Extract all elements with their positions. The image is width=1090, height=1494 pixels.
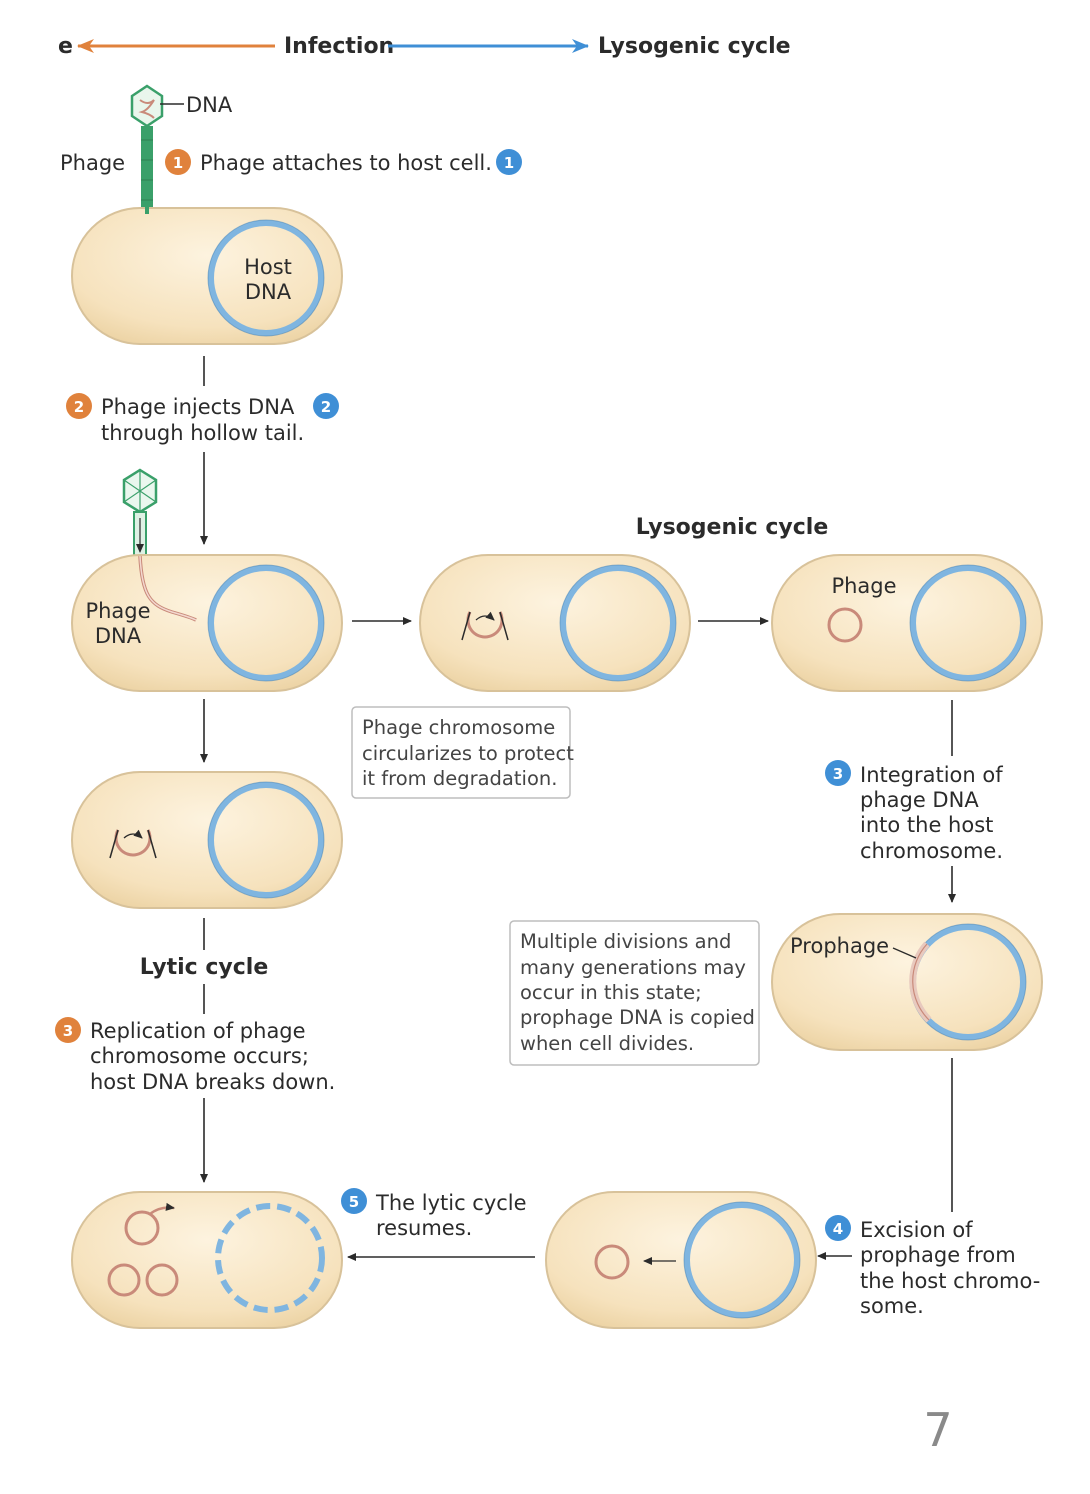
- host-dna-label-2: DNA: [245, 280, 292, 304]
- page-number: 7: [923, 1403, 952, 1457]
- svg-text:3: 3: [833, 765, 843, 783]
- svg-text:chromosome.: chromosome.: [860, 839, 1003, 863]
- svg-text:1: 1: [173, 154, 183, 172]
- step-2-line-2: through hollow tail.: [101, 421, 304, 445]
- step-3-lytic-badge: [55, 1017, 81, 1043]
- svg-text:it from degradation.: it from degradation.: [362, 767, 557, 790]
- svg-text:Excision of: Excision of: [860, 1218, 973, 1242]
- svg-text:circularizes to protect: circularizes to protect: [362, 742, 574, 765]
- dna-copy-icon-2: [145, 1263, 179, 1297]
- dna-copy-icon-1: [107, 1263, 141, 1297]
- broken-host-dna: [215, 1203, 325, 1313]
- svg-text:chromosome occurs;: chromosome occurs;: [90, 1044, 309, 1068]
- step-3-lysogenic-badge: [825, 760, 851, 786]
- svg-text:host DNA breaks down.: host DNA breaks down.: [90, 1070, 335, 1094]
- phage-attaching: DNA Phage: [60, 84, 233, 212]
- svg-text:the host chromo-: the host chromo-: [860, 1269, 1040, 1293]
- phage-label-cut: Phage: [60, 151, 125, 175]
- svg-text:5: 5: [349, 1193, 359, 1211]
- phage-head-icon: [130, 84, 164, 128]
- cell-phage-circle: Phage: [771, 554, 1043, 692]
- step-2: 2 Phage injects DNA through hollow tail.…: [66, 393, 339, 445]
- host-dna-label-1: Host: [244, 255, 292, 279]
- svg-text:into the host: into the host: [860, 813, 993, 837]
- note-divisions: Multiple divisions and many generations …: [509, 920, 760, 1066]
- step-1-blue-badge: [496, 149, 522, 175]
- step-4-badge: [825, 1215, 851, 1241]
- host-dna-circle: [910, 565, 1026, 681]
- svg-text:Replication of phage: Replication of phage: [90, 1019, 306, 1043]
- host-dna-circle: [560, 565, 676, 681]
- cell-prophage: Prophage: [771, 913, 1043, 1051]
- excised-phage-dna-icon: [594, 1244, 630, 1280]
- svg-text:3: 3: [63, 1022, 73, 1040]
- step-1-text: Phage attaches to host cell.: [200, 151, 492, 175]
- svg-text:Phage chromosome: Phage chromosome: [362, 716, 555, 739]
- svg-text:many generations may: many generations may: [520, 956, 746, 979]
- phage-dna-circle-icon: [827, 607, 863, 643]
- svg-text:Integration of: Integration of: [860, 763, 1003, 787]
- cell-host-initial: Host DNA: [71, 204, 343, 345]
- svg-text:2: 2: [321, 398, 331, 416]
- step-5-badge: [341, 1188, 367, 1214]
- step-2-blue-badge: [313, 393, 339, 419]
- header-left-fragment: e: [58, 34, 73, 59]
- svg-text:phage DNA: phage DNA: [860, 788, 979, 812]
- cell-lytic-circularizing: [71, 771, 343, 909]
- svg-text:some.: some.: [860, 1294, 924, 1318]
- step-5: 5 The lytic cycle resumes.: [341, 1188, 527, 1240]
- host-dna-circle: [208, 782, 324, 898]
- lysogenic-header-label: Lysogenic cycle: [598, 34, 791, 59]
- step-2-line-1: Phage injects DNA: [101, 395, 295, 419]
- step-3-lytic: 3 Replication of phage chromosome occurs…: [55, 1017, 335, 1094]
- host-dna-circle: [208, 220, 324, 336]
- header: e Infection Lysogenic cycle: [58, 34, 791, 59]
- svg-text:prophage DNA is copied: prophage DNA is copied: [520, 1006, 755, 1029]
- step-1: 1 Phage attaches to host cell. 1: [165, 149, 522, 175]
- cell-excision: [545, 1191, 817, 1329]
- svg-text:1: 1: [504, 154, 514, 172]
- lysogenic-cycle-title: Lysogenic cycle: [636, 515, 829, 540]
- phage-circle-label: Phage: [831, 574, 896, 598]
- phage-tail-icon: [141, 126, 153, 212]
- cell-replication: [71, 1191, 343, 1329]
- lytic-cycle-title: Lytic cycle: [140, 955, 269, 980]
- svg-text:occur in this state;: occur in this state;: [520, 981, 702, 1004]
- svg-text:The lytic cycle: The lytic cycle: [375, 1191, 527, 1215]
- step-4: 4 Excision of prophage from the host chr…: [825, 1215, 1040, 1318]
- svg-text:2: 2: [74, 398, 84, 416]
- svg-text:4: 4: [833, 1220, 843, 1238]
- phage-dna-label-1: Phage: [85, 599, 150, 623]
- cell-phage-dna: Phage DNA: [71, 554, 343, 692]
- host-dna-circle: [208, 565, 324, 681]
- replicating-dna-icon: [124, 1210, 160, 1246]
- phage-injecting: [122, 468, 158, 557]
- cell-circularizing: [419, 554, 691, 692]
- svg-text:resumes.: resumes.: [376, 1216, 472, 1240]
- step-3-lysogenic: 3 Integration of phage DNA into the host…: [825, 760, 1003, 863]
- note-circularizes: Phage chromosome circularizes to protect…: [351, 706, 574, 799]
- infection-label: Infection: [284, 34, 394, 59]
- svg-text:Multiple divisions and: Multiple divisions and: [520, 930, 731, 953]
- prophage-label: Prophage: [790, 934, 889, 958]
- phage-dna-label-2: DNA: [95, 624, 142, 648]
- step-1-orange-badge: [165, 149, 191, 175]
- host-dna-circle: [684, 1202, 800, 1318]
- step-2-orange-badge: [66, 393, 92, 419]
- dna-label: DNA: [186, 93, 233, 117]
- svg-text:when cell divides.: when cell divides.: [520, 1032, 694, 1055]
- svg-text:prophage from: prophage from: [860, 1243, 1016, 1267]
